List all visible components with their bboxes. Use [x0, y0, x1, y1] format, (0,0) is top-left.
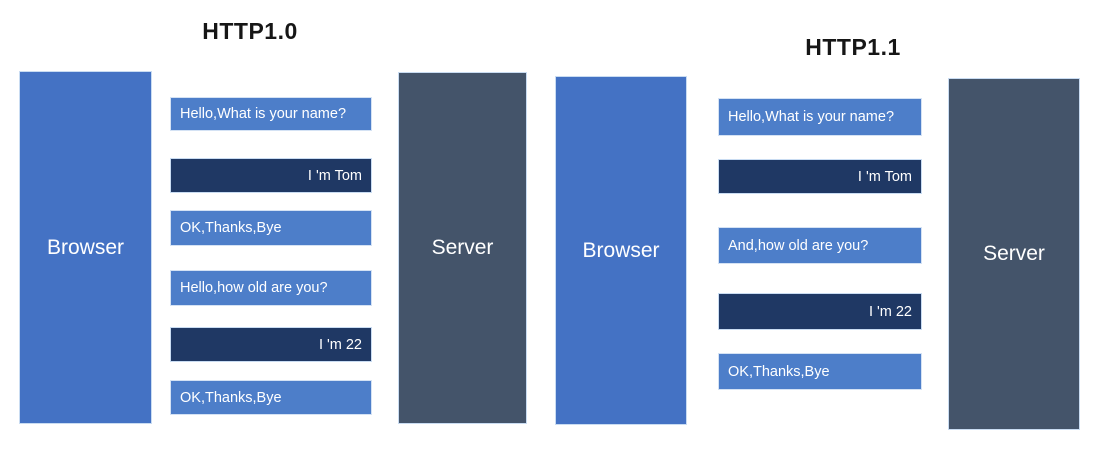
- server-box-http10: Server: [398, 72, 527, 424]
- server-label: Server: [431, 236, 494, 259]
- server-box-http11: Server: [948, 78, 1080, 430]
- panel-title-http11: HTTP1.1: [805, 34, 901, 60]
- browser-box-http11: Browser: [555, 76, 687, 425]
- browser-label: Browser: [582, 238, 660, 262]
- message-request: Hello,What is your name?: [718, 98, 922, 136]
- browser-box-http10: Browser: [19, 71, 152, 424]
- message-request: OK,Thanks,Bye: [718, 353, 922, 390]
- message-response: I 'm Tom: [170, 158, 372, 193]
- browser-label: Browser: [46, 235, 125, 259]
- message-request: And,how old are you?: [718, 227, 922, 264]
- message-request: OK,Thanks,Bye: [170, 210, 372, 246]
- server-label: Server: [983, 242, 1045, 265]
- message-request: Hello,What is your name?: [170, 97, 372, 131]
- message-request: Hello,how old are you?: [170, 270, 372, 306]
- message-response: I 'm 22: [718, 293, 922, 330]
- message-request: OK,Thanks,Bye: [170, 380, 372, 415]
- panel-title-http10: HTTP1.0: [202, 18, 298, 44]
- message-response: I 'm Tom: [718, 159, 922, 194]
- message-response: I 'm 22: [170, 327, 372, 362]
